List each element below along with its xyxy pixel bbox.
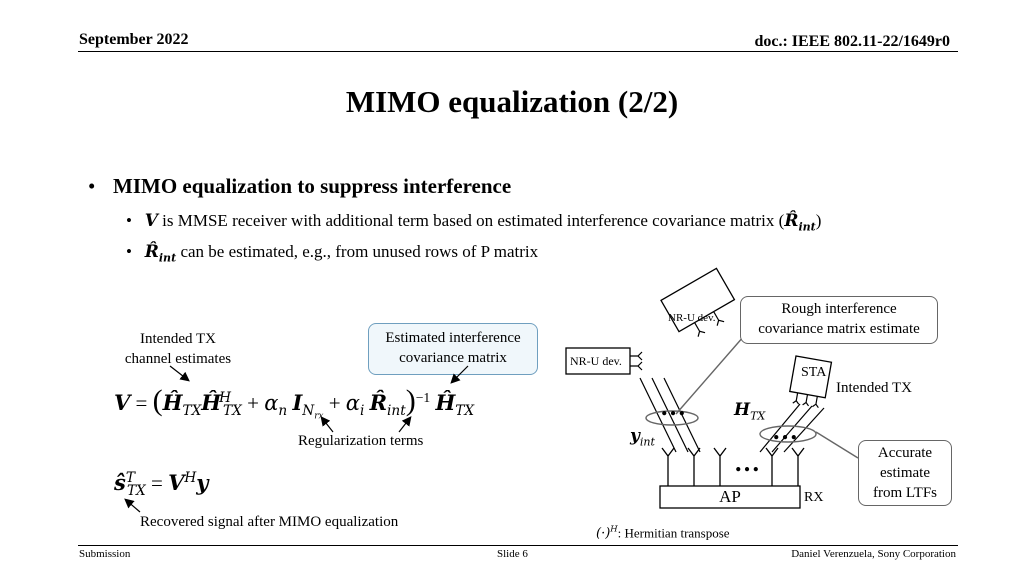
- arrow-to-alpha-n: [320, 416, 334, 433]
- label-rx: RX: [804, 490, 824, 505]
- math-R-int: R̂int: [144, 242, 177, 265]
- label-H-TX: HTX: [734, 400, 766, 423]
- dots-interference: …: [660, 392, 686, 421]
- sub-bullet-2-text: can be estimated, e.g., from unused rows…: [176, 242, 539, 261]
- arrow-to-H: [169, 365, 190, 382]
- ap-antennas: [661, 447, 805, 486]
- footer-submission: Submission: [79, 548, 131, 560]
- math-V: V: [144, 211, 158, 231]
- ap-box: [659, 485, 801, 509]
- label-nru-dev-2: NR-U dev.: [570, 354, 622, 368]
- sub-bullet-dot: •: [126, 242, 145, 261]
- sub-bullet-1-close: ): [815, 211, 822, 230]
- label-sta: STA: [801, 365, 827, 380]
- accurate-estimate-callout: Accurate estimate from LTFs: [858, 440, 952, 506]
- dots-intended: …: [772, 416, 798, 445]
- label-intended-tx-estimates: Intended TX channel estimates: [124, 331, 232, 367]
- sub-bullet-2: • R̂int can be estimated, e.g., from unu…: [126, 242, 538, 264]
- equation-V: V = (ĤTXĤHTX + αn INrx + αi R̂int)−1 H…: [114, 384, 475, 422]
- slide-title: MIMO equalization (2/2): [345, 84, 679, 119]
- header-doc-id: doc.: IEEE 802.11-22/1649r0: [754, 33, 950, 50]
- estimated-covariance-callout: Estimated interference covariance matrix: [368, 323, 538, 375]
- nru-device-1: [660, 267, 736, 337]
- hermitian-note: (·)H: Hermitian transpose: [596, 524, 730, 542]
- label-regularization: Regularization terms: [298, 433, 424, 449]
- footer-rule: [78, 545, 958, 546]
- footer-author: Daniel Verenzuela, Sony Corporation: [791, 548, 956, 560]
- header-date: September 2022: [79, 31, 189, 48]
- label-y-int: yint: [630, 426, 655, 449]
- nru-device-2: [565, 347, 631, 375]
- arrow-to-alpha-i: [398, 416, 412, 433]
- footer-slide-number: Slide 6: [497, 548, 528, 560]
- bullet-main: MIMO equalization to suppress interferen…: [113, 174, 512, 198]
- sub-bullet-dot: •: [126, 211, 145, 230]
- interference-ellipse: [645, 410, 699, 426]
- math-R-int: R̂int: [784, 211, 816, 234]
- arrow-to-s-hat: [124, 498, 141, 513]
- label-nru-dev-1: NR-U dev.: [668, 312, 716, 324]
- arrow-to-R: [450, 365, 469, 384]
- label-intended-tx: Intended TX: [836, 380, 912, 396]
- nru-device-2-antennas: [630, 351, 643, 371]
- sta-device: [788, 355, 833, 409]
- label-recovered-signal: Recovered signal after MIMO equalization: [140, 514, 399, 530]
- bullet-dot: •: [88, 174, 96, 198]
- header-rule: [78, 51, 958, 52]
- sub-bullet-1-text: is MMSE receiver with additional term ba…: [157, 211, 785, 230]
- rough-estimate-callout: Rough interference covariance matrix est…: [740, 296, 938, 344]
- equation-s-hat: ŝTTX = VHy: [114, 470, 209, 500]
- sub-bullet-1: • V is MMSE receiver with additional ter…: [126, 211, 821, 233]
- label-ap: AP: [719, 487, 741, 506]
- dots-ap-antennas: …: [734, 448, 760, 477]
- intended-ellipse: [759, 425, 817, 443]
